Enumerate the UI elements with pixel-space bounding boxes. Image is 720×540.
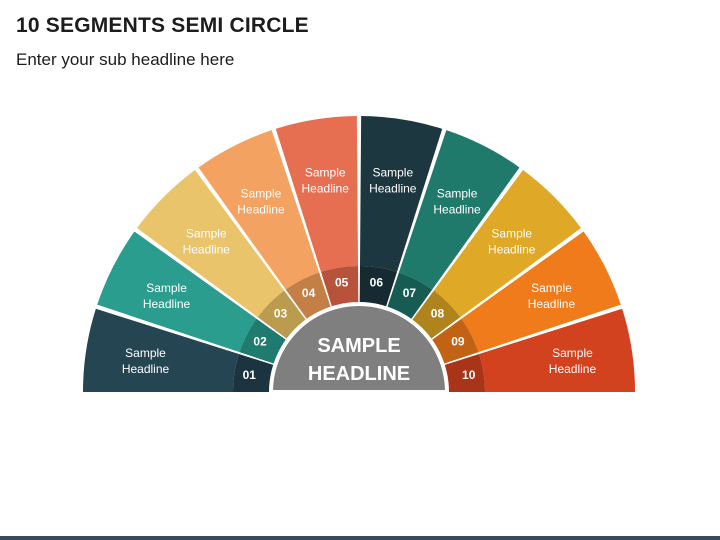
segment-number: 07 [403, 286, 417, 300]
segment-number: 10 [462, 368, 476, 382]
segment-band [198, 130, 320, 290]
segment-label-line2: Headline [528, 297, 576, 311]
segment-label-line1: Sample [491, 226, 532, 240]
center-hub: SAMPLE HEADLINE [268, 302, 450, 394]
segment-label-line2: Headline [183, 242, 231, 256]
segment-label-line2: Headline [433, 203, 481, 217]
slide-subtitle: Enter your sub headline here [16, 50, 235, 69]
segment-number: 06 [370, 275, 384, 289]
segment-number-ring [239, 318, 288, 365]
slide-title: 10 SEGMENTS SEMI CIRCLE [16, 14, 309, 37]
segment-label-line2: Headline [488, 242, 536, 256]
bottom-accent-bar [0, 536, 720, 540]
segment-label-line1: Sample [531, 281, 572, 295]
segment-label-line2: Headline [369, 182, 417, 196]
segment-band [461, 231, 621, 353]
segment-number-ring [411, 290, 461, 340]
segment-label-line2: Headline [143, 297, 191, 311]
segment-label-line2: Headline [549, 362, 597, 376]
segment-number: 02 [253, 335, 267, 349]
segment-band [97, 231, 257, 353]
segment-number-ring [442, 354, 485, 392]
segment-label-line1: Sample [372, 166, 413, 180]
segment-band [136, 169, 285, 318]
segment-band [398, 130, 520, 290]
segment-number-ring [430, 318, 479, 365]
center-label-line2: HEADLINE [308, 363, 410, 385]
segment-label-line1: Sample [552, 346, 593, 360]
segment-number-ring [285, 272, 332, 321]
segment-label-line2: Headline [302, 182, 350, 196]
segment-number: 01 [243, 368, 257, 382]
segment-number: 08 [431, 307, 445, 321]
segment-number: 05 [335, 275, 349, 289]
segment-number: 09 [451, 335, 465, 349]
segment-number-ring [321, 266, 359, 309]
segment-label-line1: Sample [125, 346, 166, 360]
segments-layer: 01SampleHeadline02SampleHeadline03Sample… [83, 116, 635, 392]
segment-label-line1: Sample [186, 226, 227, 240]
segment-number-ring [257, 290, 307, 340]
center-semicircle [268, 302, 450, 394]
segment-band [433, 169, 582, 318]
segment-band [83, 308, 239, 392]
segment-number-ring [233, 354, 276, 392]
segment-label-line2: Headline [122, 362, 170, 376]
segment-number: 04 [302, 286, 316, 300]
segment-band [275, 116, 359, 272]
segment-band [359, 116, 443, 272]
center-label-line1: SAMPLE [317, 335, 400, 357]
segment-number-ring [386, 272, 433, 321]
segment-label-line1: Sample [437, 187, 478, 201]
segment-label-line2: Headline [237, 203, 285, 217]
segment-label-line1: Sample [146, 281, 187, 295]
segment-number: 03 [274, 307, 288, 321]
segment-number-ring [359, 266, 397, 309]
segment-band [479, 308, 635, 392]
segment-label-line1: Sample [241, 187, 282, 201]
segment-label-line1: Sample [305, 166, 346, 180]
